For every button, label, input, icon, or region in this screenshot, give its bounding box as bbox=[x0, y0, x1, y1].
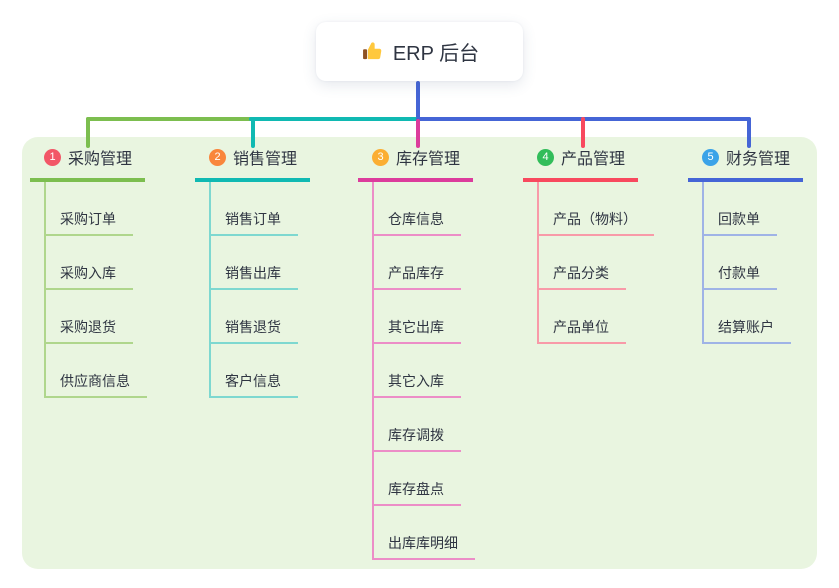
child-node[interactable]: 客户信息 bbox=[211, 344, 298, 398]
branch-number-badge: 2 bbox=[209, 148, 226, 166]
child-node[interactable]: 库存调拨 bbox=[374, 398, 461, 452]
branch-label: 采购管理 bbox=[68, 151, 133, 168]
branches-panel bbox=[22, 137, 817, 569]
child-node[interactable]: 回款单 bbox=[704, 182, 777, 236]
branch-header[interactable]: 2 销售管理 bbox=[195, 145, 311, 182]
branch-children: 采购订单采购入库采购退货供应商信息 bbox=[44, 182, 147, 398]
root-label: ERP 后台 bbox=[392, 43, 480, 65]
child-node[interactable]: 结算账户 bbox=[704, 290, 791, 344]
branch-number-badge: 5 bbox=[702, 148, 719, 166]
branch-drop-line bbox=[251, 117, 255, 148]
branch-number-badge: 3 bbox=[372, 148, 389, 166]
branch-header[interactable]: 5 财务管理 bbox=[688, 145, 804, 182]
branch-1: 1 采购管理采购订单采购入库采购退货供应商信息 bbox=[30, 145, 147, 398]
thumbs-up-icon bbox=[360, 40, 383, 63]
child-node[interactable]: 其它出库 bbox=[374, 290, 461, 344]
branch-3: 3 库存管理仓库信息产品库存其它出库其它入库库存调拨库存盘点出库库明细 bbox=[358, 145, 475, 560]
branch-children: 产品（物料）产品分类产品单位 bbox=[537, 182, 654, 344]
child-node[interactable]: 销售订单 bbox=[211, 182, 298, 236]
child-node[interactable]: 其它入库 bbox=[374, 344, 461, 398]
branch-label: 产品管理 bbox=[561, 151, 626, 168]
child-node[interactable]: 供应商信息 bbox=[46, 344, 147, 398]
branch-header[interactable]: 1 采购管理 bbox=[30, 145, 146, 182]
branch-number-badge: 1 bbox=[44, 148, 61, 166]
child-node[interactable]: 出库库明细 bbox=[374, 506, 475, 560]
branch-2: 2 销售管理销售订单销售出库销售退货客户信息 bbox=[195, 145, 311, 398]
child-node[interactable]: 付款单 bbox=[704, 236, 777, 290]
child-node[interactable]: 产品单位 bbox=[539, 290, 626, 344]
child-node[interactable]: 采购订单 bbox=[46, 182, 133, 236]
branch-drop-line bbox=[581, 117, 585, 148]
root-connector-line bbox=[416, 81, 420, 121]
branch-number-badge: 4 bbox=[537, 148, 554, 166]
child-node[interactable]: 产品（物料） bbox=[539, 182, 654, 236]
branch-header[interactable]: 4 产品管理 bbox=[523, 145, 639, 182]
child-node[interactable]: 库存盘点 bbox=[374, 452, 461, 506]
branch-children: 回款单付款单结算账户 bbox=[702, 182, 791, 344]
bus-segment-center bbox=[249, 117, 418, 121]
child-node[interactable]: 产品分类 bbox=[539, 236, 626, 290]
child-node[interactable]: 仓库信息 bbox=[374, 182, 461, 236]
child-node[interactable]: 产品库存 bbox=[374, 236, 461, 290]
branch-5: 5 财务管理回款单付款单结算账户 bbox=[688, 145, 804, 344]
branch-label: 销售管理 bbox=[233, 151, 298, 168]
child-node[interactable]: 采购退货 bbox=[46, 290, 133, 344]
branch-drop-line bbox=[86, 117, 90, 148]
branch-children: 销售订单销售出库销售退货客户信息 bbox=[209, 182, 298, 398]
child-node[interactable]: 销售退货 bbox=[211, 290, 298, 344]
branch-label: 财务管理 bbox=[726, 151, 791, 168]
branch-children: 仓库信息产品库存其它出库其它入库库存调拨库存盘点出库库明细 bbox=[372, 182, 475, 560]
branch-drop-line bbox=[416, 119, 420, 148]
branch-header[interactable]: 3 库存管理 bbox=[358, 145, 474, 182]
branch-label: 库存管理 bbox=[396, 151, 461, 168]
child-node[interactable]: 销售出库 bbox=[211, 236, 298, 290]
child-node[interactable]: 采购入库 bbox=[46, 236, 133, 290]
root-node[interactable]: ERP 后台 bbox=[316, 22, 523, 81]
branch-drop-line bbox=[747, 117, 751, 148]
bus-segment-left bbox=[86, 117, 253, 121]
branch-4: 4 产品管理产品（物料）产品分类产品单位 bbox=[523, 145, 654, 344]
